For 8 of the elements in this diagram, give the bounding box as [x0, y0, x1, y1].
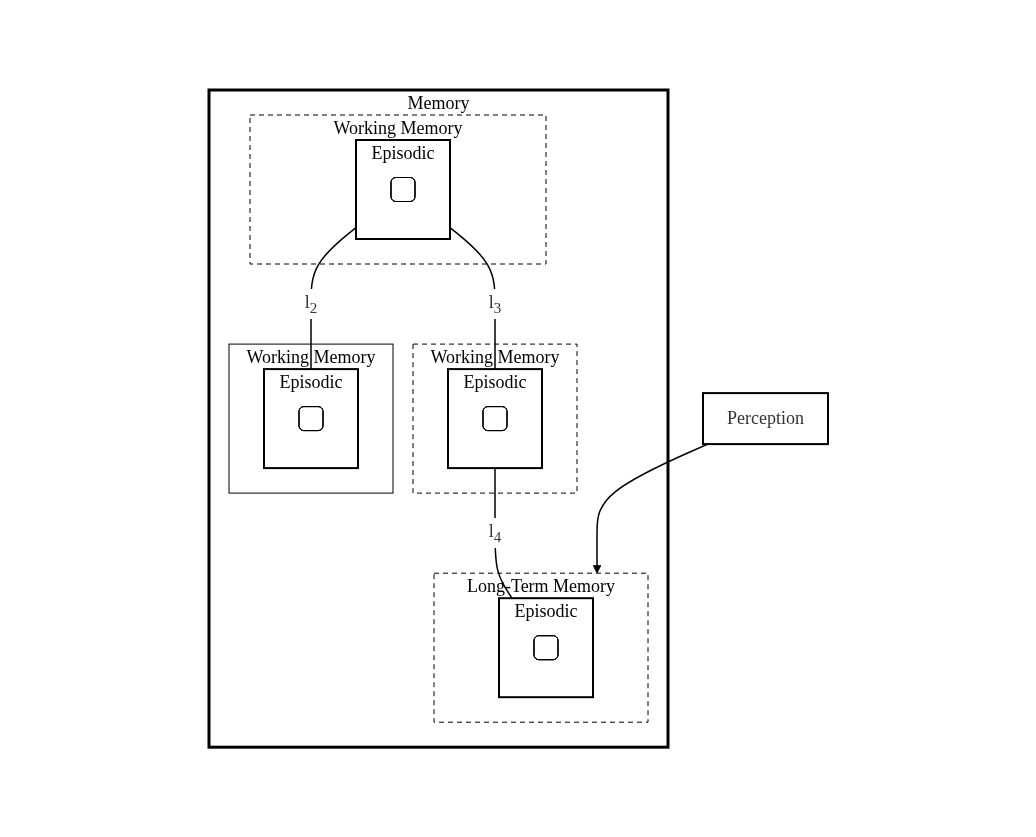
edge-label: l$_{4}$: [488, 521, 501, 545]
node-box: Perception: [701, 392, 829, 445]
cluster: Episodic: [497, 597, 594, 699]
edge-label: l$_{3}$: [488, 291, 501, 316]
cluster: Episodic: [354, 138, 451, 240]
cluster: Episodic: [446, 368, 543, 469]
cluster: Episodic: [262, 368, 359, 469]
edge-label: l$_{2}$: [304, 291, 317, 316]
